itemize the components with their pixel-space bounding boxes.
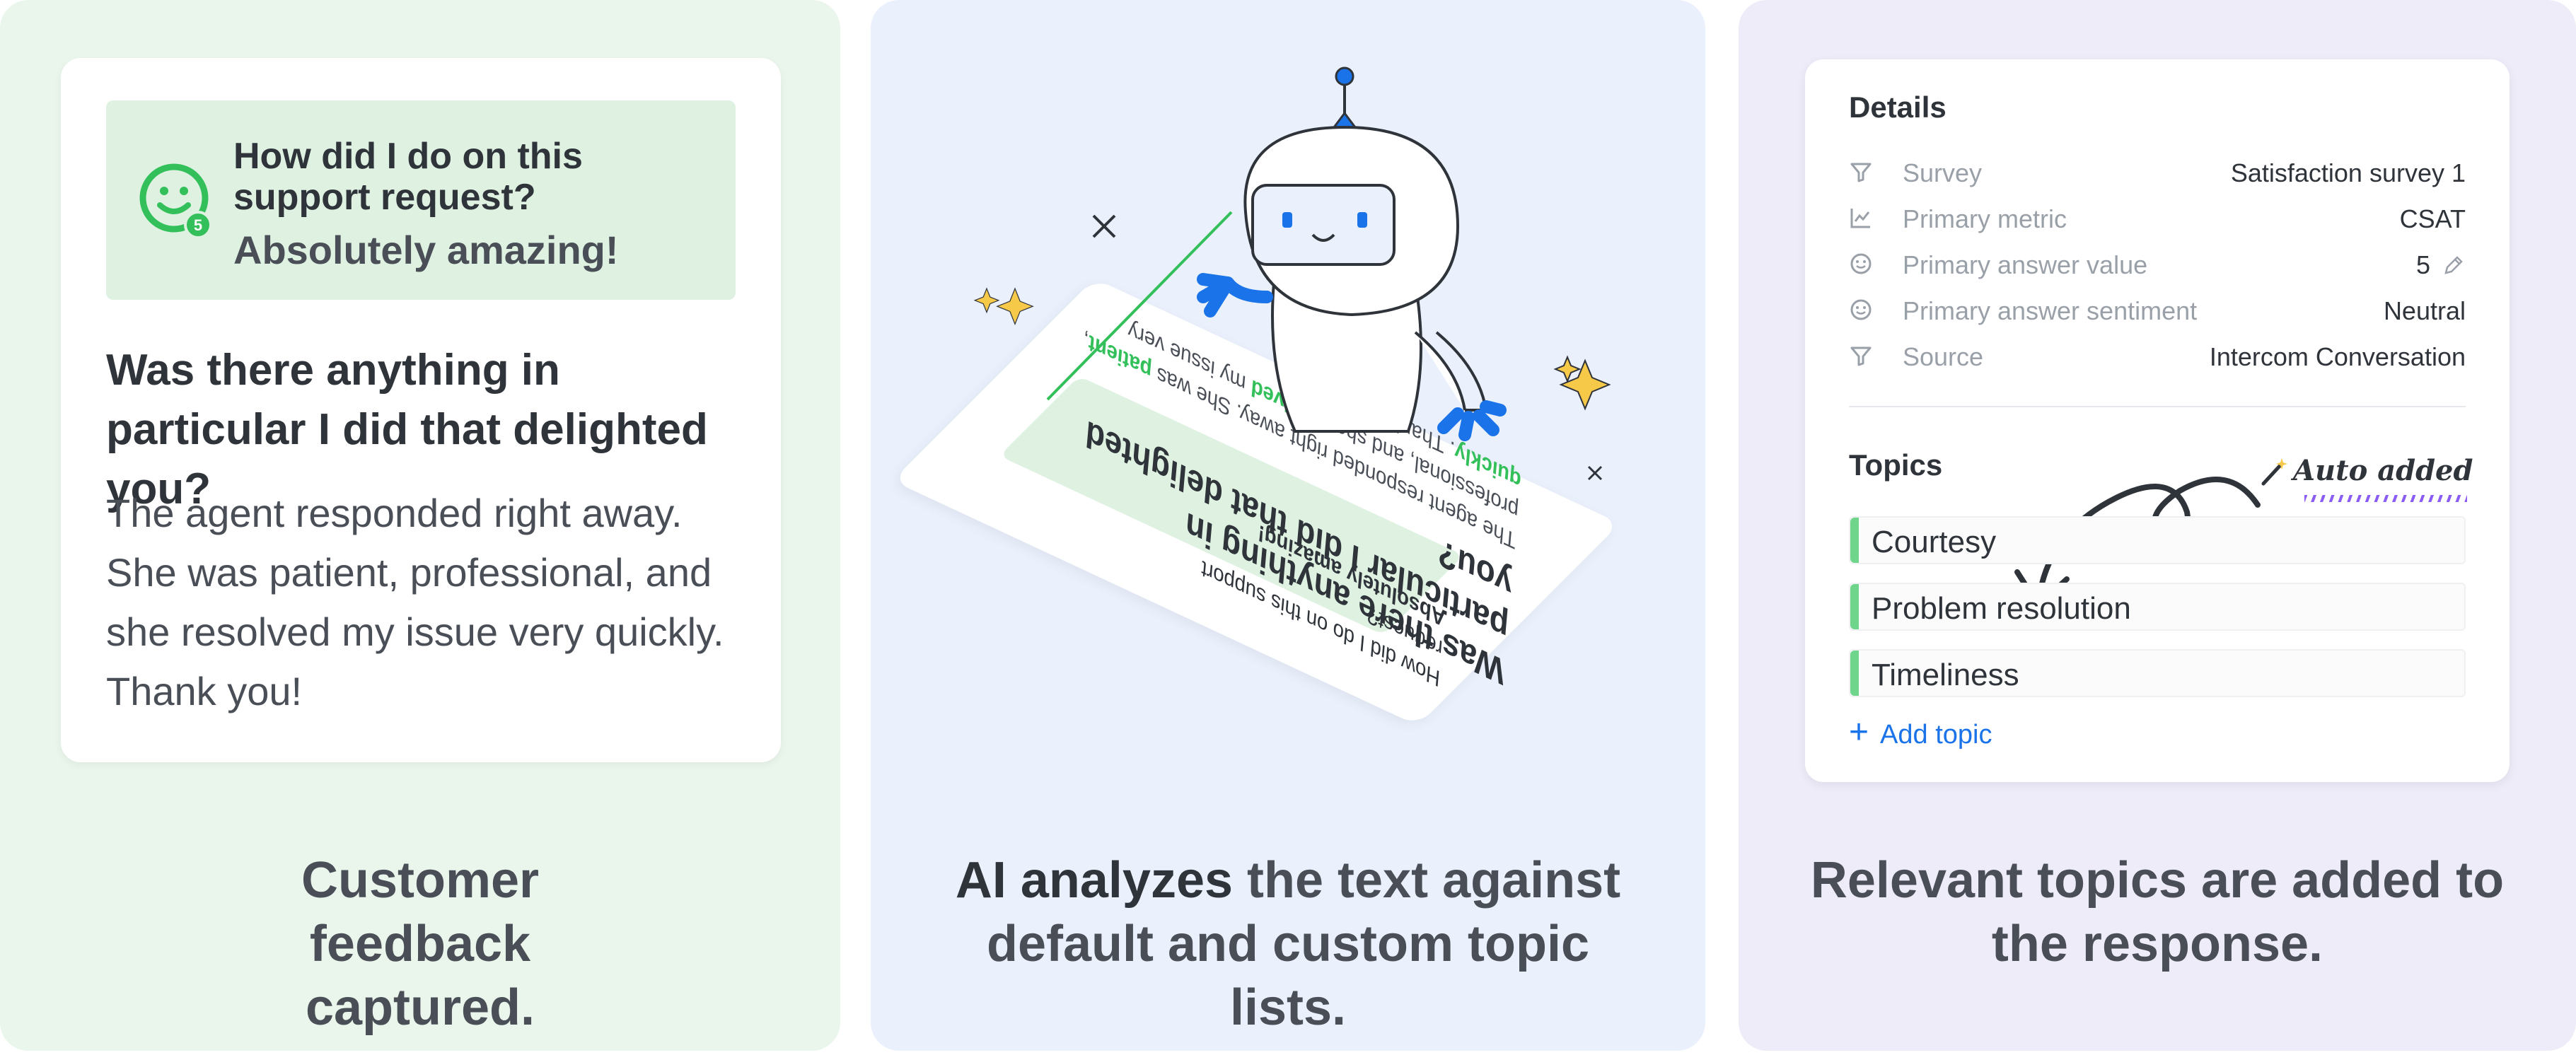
detail-value: Satisfaction survey 1: [2230, 158, 2466, 187]
rating-badge: 5: [194, 216, 202, 234]
robot-visor: [1251, 184, 1396, 266]
caption-1: Customer feedback captured.: [301, 852, 540, 1036]
antenna-icon: [1335, 66, 1354, 86]
detail-value: CSAT: [2399, 204, 2466, 233]
panel-feedback-captured: 5 How did I do on this support request? …: [0, 0, 840, 1051]
topic-name: Courtesy: [1872, 525, 1997, 559]
topic-color-bar: [1850, 584, 1859, 629]
detail-row-metric: Primary metric CSAT: [1849, 199, 2466, 244]
divider: [1849, 406, 2466, 407]
question-box: 5 How did I do on this support request? …: [106, 100, 736, 300]
chart-icon: [1850, 209, 1870, 228]
plus-icon: +: [1849, 713, 1869, 751]
panel-ai-analyzes: Was there anything in particular I did t…: [871, 0, 1705, 1051]
detail-row-survey: Survey Satisfaction survey 1: [1849, 153, 2466, 198]
detail-row-answer-value: Primary answer value 5: [1849, 245, 2466, 290]
robot-body: [1271, 281, 1422, 433]
detail-value: Intercom Conversation: [2209, 342, 2466, 371]
add-topic-button[interactable]: + Add topic: [1849, 713, 1992, 752]
detail-label: Primary answer sentiment: [1903, 296, 2198, 325]
sparkle-icon: [1553, 355, 1611, 411]
detail-value: 5: [2415, 250, 2430, 279]
smiley-icon: 5: [139, 163, 212, 239]
pencil-icon[interactable]: [2442, 253, 2466, 277]
detail-label: Survey: [1903, 158, 1983, 187]
topic-chip[interactable]: Problem resolution: [1849, 583, 2466, 631]
topic-color-bar: [1850, 651, 1859, 696]
survey-response-card: 5 How did I do on this support request? …: [61, 58, 781, 762]
cross-mark-icon: [1092, 214, 1116, 238]
caption-2: AI analyzes the text against default and…: [934, 849, 1642, 1039]
smiley-icon: [1850, 299, 1872, 320]
topic-chip[interactable]: Courtesy: [1849, 516, 2466, 564]
scan-beam-left: [1046, 211, 1233, 401]
detail-label: Primary answer value: [1903, 250, 2148, 279]
detail-value: Neutral: [2383, 296, 2466, 325]
topic-name: Problem resolution: [1872, 591, 2131, 626]
robot-right-hand: [1437, 400, 1507, 441]
caption-2-strong: AI analyzes: [955, 852, 1234, 909]
detail-label: Source: [1903, 342, 1984, 371]
auto-added-underline: [2304, 495, 2467, 502]
robot-left-hand: [1197, 273, 1273, 317]
smiley-icon: [1850, 253, 1872, 274]
detail-row-source: Source Intercom Conversation: [1849, 337, 2466, 382]
topic-chip[interactable]: Timeliness: [1849, 649, 2466, 697]
filter-icon: [1850, 163, 1872, 182]
add-topic-label: Add topic: [1880, 720, 1992, 750]
topic-name: Timeliness: [1872, 658, 2019, 692]
sparkle-icon: [973, 287, 1034, 326]
details-title: Details: [1849, 91, 1946, 124]
robot-svg: [973, 66, 1611, 481]
follow-up-answer: The agent responded right away. She was …: [106, 491, 724, 713]
caption-2-rest: the text against default and custom topi…: [986, 852, 1621, 1036]
follow-up-question: Was there anything in particular I did t…: [106, 346, 708, 513]
robot-illustration: Was there anything in particular I did t…: [871, 0, 1705, 806]
topics-title: Topics: [1849, 448, 1943, 482]
conversation-details-card: Details Survey Satisfaction survey 1 Pri…: [1805, 59, 2510, 782]
detail-label: Primary metric: [1903, 204, 2067, 233]
auto-added-label: Auto added: [2293, 454, 2473, 487]
panel-topics-added: Details Survey Satisfaction survey 1 Pri…: [1739, 0, 2576, 1051]
caption-3: Relevant topics are added to the respons…: [1810, 852, 2505, 972]
question-text: How did I do on this support request?: [233, 136, 583, 218]
cross-mark-icon: [1587, 465, 1603, 481]
filter-icon: [1850, 346, 1872, 366]
answer-text: Absolutely amazing!: [233, 228, 619, 272]
detail-row-sentiment: Primary answer sentiment Neutral: [1849, 291, 2466, 336]
topic-color-bar: [1850, 518, 1859, 563]
magic-wand-icon: [2261, 458, 2287, 486]
